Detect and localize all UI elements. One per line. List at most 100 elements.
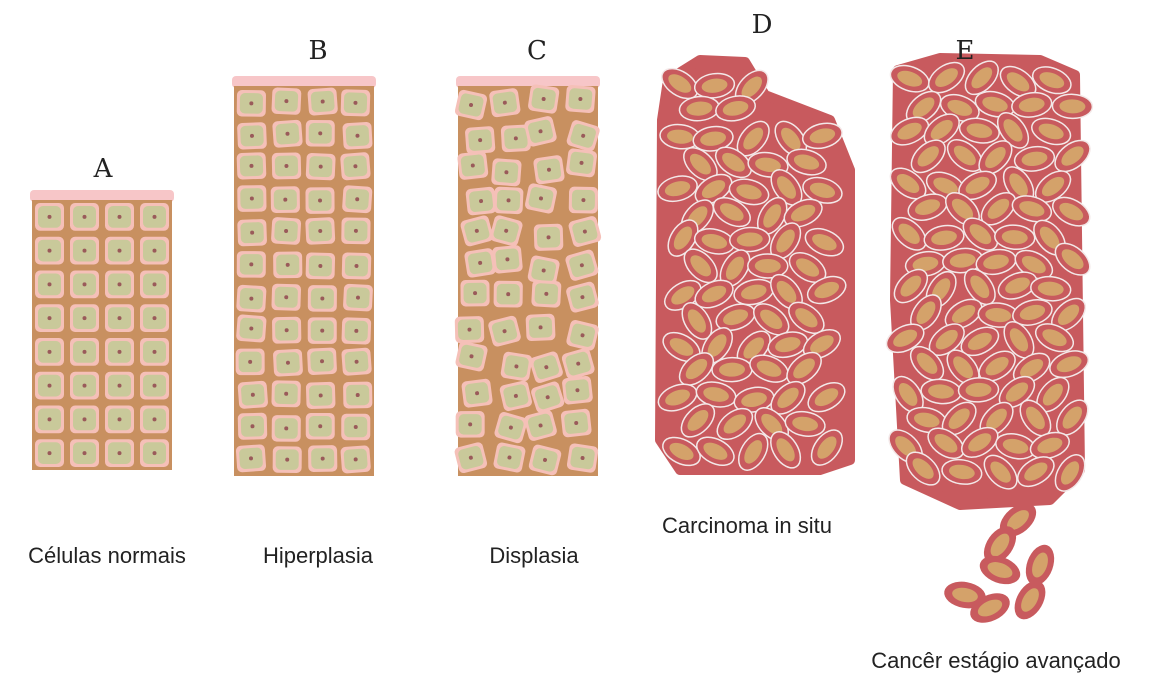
cell <box>236 444 267 472</box>
cell <box>236 285 267 313</box>
cell <box>271 186 300 213</box>
cell <box>465 126 496 155</box>
cell <box>273 251 302 278</box>
cell <box>533 155 565 185</box>
cell-nucleolus <box>153 215 157 219</box>
cell-nucleolus <box>48 350 52 354</box>
cell <box>35 439 64 467</box>
cell-nucleolus <box>320 329 324 333</box>
cell <box>455 316 485 343</box>
cell <box>465 186 497 215</box>
cell <box>140 406 169 434</box>
cell-nucleolus <box>48 316 52 320</box>
cell <box>140 372 169 400</box>
cell-nucleolus <box>48 249 52 253</box>
cell <box>237 185 266 212</box>
cell <box>35 203 64 231</box>
cell <box>493 442 527 474</box>
cell <box>308 285 337 312</box>
cell-nucleolus <box>153 417 157 421</box>
cell <box>464 248 497 279</box>
cell-nucleolus <box>249 262 253 266</box>
cell-nucleolus <box>48 282 52 286</box>
cell <box>70 271 99 299</box>
cell-nucleolus <box>48 215 52 219</box>
cell <box>272 119 303 148</box>
cell <box>493 187 523 215</box>
cell <box>105 372 134 400</box>
cell-nucleolus <box>48 384 52 388</box>
cell-nucleolus <box>83 451 87 455</box>
cell <box>70 372 99 400</box>
cell <box>340 152 371 181</box>
cell <box>70 439 99 467</box>
cell-nucleolus <box>83 215 87 219</box>
cell <box>105 237 134 265</box>
cell <box>105 271 134 299</box>
panel-e-tissue <box>882 55 1096 629</box>
cell <box>307 87 338 116</box>
cell <box>489 88 521 118</box>
cell <box>105 439 134 467</box>
cell <box>341 217 370 244</box>
cell-nucleolus <box>153 350 157 354</box>
cell <box>500 351 533 382</box>
cell <box>565 85 596 114</box>
cell <box>560 408 592 437</box>
panel-c-tissue <box>454 76 603 476</box>
cell-nucleolus <box>118 451 122 455</box>
cell-nucleolus <box>48 417 52 421</box>
cell <box>238 413 268 440</box>
cell <box>140 237 169 265</box>
panel-d-tissue <box>655 60 850 475</box>
cell <box>306 153 336 181</box>
cell <box>341 414 370 441</box>
cell-nucleolus <box>153 384 157 388</box>
cell-nucleolus <box>153 249 157 253</box>
cell <box>460 280 489 307</box>
cell <box>491 158 522 187</box>
panel-a-tissue <box>30 190 174 470</box>
cell <box>272 152 302 179</box>
cell-nucleolus <box>118 249 122 253</box>
cell <box>342 185 373 213</box>
cell-nucleolus <box>48 451 52 455</box>
cell <box>305 187 334 214</box>
caption-normal-cells: Células normais <box>28 543 186 569</box>
cell <box>105 203 134 231</box>
cell-nucleolus <box>153 451 157 455</box>
cell-nucleolus <box>153 316 157 320</box>
cell <box>342 122 372 150</box>
cell-nucleolus <box>83 350 87 354</box>
cell <box>140 304 169 332</box>
cell <box>140 271 169 299</box>
cell <box>272 317 301 344</box>
panel-b-letter: B <box>308 36 327 66</box>
cell <box>306 382 336 409</box>
cell <box>306 413 335 440</box>
cell <box>342 252 372 279</box>
cell-nucleolus <box>320 296 324 300</box>
cell <box>308 317 337 344</box>
cell <box>236 314 267 343</box>
cell <box>527 84 560 114</box>
cell <box>343 284 373 312</box>
cell-nucleolus <box>118 282 122 286</box>
cell <box>70 338 99 366</box>
panel-c-letter: C <box>527 36 547 66</box>
cell <box>70 406 99 434</box>
cell <box>140 203 169 231</box>
cell <box>237 90 266 117</box>
cell <box>237 152 267 179</box>
cell <box>35 304 64 332</box>
cell <box>457 151 489 181</box>
cell-nucleolus <box>354 425 358 429</box>
panel-b-tissue <box>232 76 376 476</box>
cell <box>105 406 134 434</box>
cell <box>35 271 64 299</box>
cell-nucleolus <box>83 249 87 253</box>
panel-e-letter: E <box>956 36 975 66</box>
cell-nucleolus <box>318 199 322 203</box>
